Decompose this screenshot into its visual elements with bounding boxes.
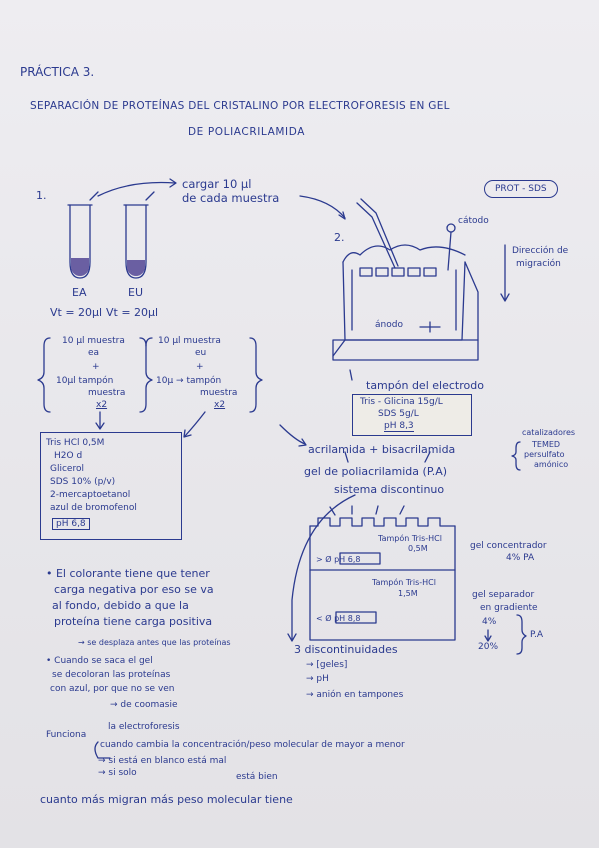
catalizador-1: TEMED <box>532 440 561 449</box>
note1-sub: → se desplaza antes que las proteínas <box>78 638 231 647</box>
note1-line4: proteína tiene carga positiva <box>54 615 213 628</box>
prot-sds-label: PROT - SDS <box>484 180 558 199</box>
funciona-if1: → si está en blanco está mal <box>98 756 227 766</box>
test-tube-ea <box>67 191 99 279</box>
concentrador-line1: gel concentrador <box>470 541 547 551</box>
catalizador-3: amónico <box>534 460 569 469</box>
discontinuidad-1: → [geles] <box>306 660 348 670</box>
tampon-electrodo-label: tampón del electrodo <box>366 379 484 392</box>
page-title-line1: SEPARACIÓN DE PROTEÍNAS DEL CRISTALINO P… <box>30 100 450 112</box>
test-tube-eu <box>123 191 155 279</box>
electrodo-item-1: Tris - Glicina 15g/L <box>360 397 443 407</box>
note1-line1: • El colorante tiene que tener <box>46 567 210 580</box>
funciona-line: cuando cambia la concentración/peso mole… <box>100 740 405 750</box>
buffer-item-6: azul de bromofenol <box>50 503 137 513</box>
pipette <box>356 198 399 269</box>
mix-left-3: + <box>92 362 100 372</box>
electrodo-box <box>352 394 472 436</box>
vt-eu: Vt = 20µl <box>106 306 159 319</box>
mix-right-6: x2 <box>214 400 226 410</box>
note2-line3: con azul, por que no se ven <box>50 684 175 694</box>
mix-right-4: 10µ → tampón <box>156 376 222 386</box>
bottom-buffer-line1: Tampón Tris-HCl <box>372 578 436 587</box>
sample-buffer-box <box>40 432 182 540</box>
note2-line2: se decoloran las proteínas <box>52 670 171 680</box>
buffer-ph: pH 6,8 <box>52 518 90 531</box>
note1-line2: carga negativa por eso se va <box>54 583 214 596</box>
electrodo-item-2: SDS 5g/L <box>378 409 419 419</box>
top-buffer-line1: Tampón Tris-HCl <box>378 534 442 543</box>
buffer-item-1: Tris HCl 0,5M <box>46 438 105 448</box>
step1-number: 1. <box>36 189 47 202</box>
page-title-line2: DE POLIACRILAMIDA <box>188 126 306 138</box>
mix-right-5: muestra <box>200 388 238 398</box>
catalizador-2: persulfato <box>524 450 565 459</box>
tube-label-ea: EA <box>72 286 87 299</box>
separador-line1: gel separador <box>472 590 535 600</box>
mix-right-2: eu <box>195 348 207 358</box>
vt-ea: Vt = 20µl <box>50 306 103 319</box>
top-ph: > Ø pH 6,8 <box>316 555 361 564</box>
funciona-prefix: Funciona <box>46 730 87 740</box>
top-buffer-line2: 0,5M <box>408 544 428 553</box>
buffer-item-4: SDS 10% (p/v) <box>50 477 116 487</box>
sample-eu-fill <box>127 260 145 276</box>
mix-left-6: x2 <box>96 400 108 410</box>
electrophoresis-tank <box>332 223 479 361</box>
sistema-label: sistema discontinuo <box>334 483 445 496</box>
bottom-buffer-line2: 1,5M <box>398 589 418 598</box>
discontinuidades-title: 3 discontinuidades <box>294 643 398 656</box>
sample-ea-fill <box>71 258 89 276</box>
funciona-if2-tail: está bien <box>236 772 278 782</box>
discontinuidad-2: → pH <box>306 674 329 684</box>
separador-top: 4% <box>482 617 497 627</box>
bottom-ph: < Ø pH 8,8 <box>316 614 361 623</box>
buffer-item-2: H2O d <box>54 451 83 461</box>
note1-line3: al fondo, debido a que la <box>52 599 189 612</box>
tube-label-eu: EU <box>128 286 144 299</box>
mix-left-4: 10µl tampón <box>56 376 114 386</box>
anodo-label: ánodo <box>375 320 403 330</box>
final-note: cuanto más migran más peso molecular tie… <box>40 793 293 806</box>
buffer-item-3: Glicerol <box>50 464 84 474</box>
direccion-line1: Dirección de <box>512 246 569 256</box>
mix-left-5: muestra <box>88 388 126 398</box>
step2-number: 2. <box>334 231 345 244</box>
catodo-label: cátodo <box>458 216 489 226</box>
gel-diagram <box>309 505 456 641</box>
pa-label: P.A <box>530 630 544 640</box>
separador-bottom: 20% <box>478 642 499 652</box>
concentrador-line2: 4% PA <box>506 553 535 563</box>
mix-left-1: 10 µl muestra <box>62 336 125 346</box>
direccion-line2: migración <box>516 259 561 269</box>
discontinuidad-3: → anión en tampones <box>306 690 404 700</box>
note2-sub: → de coomasie <box>110 700 178 710</box>
mix-right-3: + <box>196 362 204 372</box>
separador-line2: en gradiente <box>480 603 538 613</box>
mix-right-1: 10 µl muestra <box>158 336 221 346</box>
highlight-tape <box>350 392 472 438</box>
note2-line1: • Cuando se saca el gel <box>46 656 153 666</box>
funciona-top: la electroforesis <box>108 722 180 732</box>
cargar-text-line1: cargar 10 µl <box>182 177 252 191</box>
electrodo-item-3: pH 8,3 <box>384 421 414 433</box>
buffer-item-5: 2-mercaptoetanol <box>50 490 131 500</box>
cargar-text-line2: de cada muestra <box>182 191 280 205</box>
practice-number: PRÁCTICA 3. <box>20 65 95 79</box>
catalizadores-label: catalizadores <box>522 428 576 437</box>
funciona-if2: → si solo <box>98 768 137 778</box>
arrow-to-tank <box>299 195 346 219</box>
arrow-to-cargar <box>97 181 176 197</box>
mix-left-2: ea <box>88 348 100 358</box>
acrilamida-label: acrilamida + bisacrilamida <box>308 443 456 456</box>
gel-label: gel de poliacrilamida (P.A) <box>304 465 448 478</box>
